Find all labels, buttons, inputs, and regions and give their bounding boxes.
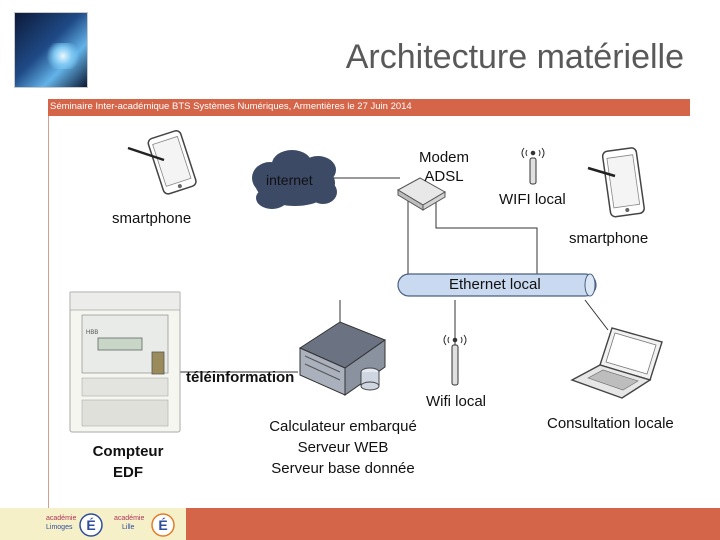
subtitle-text: Séminaire Inter-académique BTS Systèmes … <box>50 101 412 112</box>
logo2-line1: académie <box>114 515 145 522</box>
academie-limoges-logo: académie Limoges É <box>44 513 106 537</box>
internet-label: internet <box>266 172 313 188</box>
compteur-label-line1: Compteur <box>92 443 164 460</box>
teleinfo-label: téléinformation <box>186 369 295 386</box>
logo2-line2: Lille <box>122 524 135 531</box>
header-image <box>14 12 88 88</box>
logo1-line2: Limoges <box>46 524 73 531</box>
slide-title: Architecture matérielle <box>345 38 684 76</box>
internet-cloud-icon <box>252 150 337 209</box>
academie-lille-logo: académie Lille É <box>112 513 178 537</box>
consultation-label: Consultation locale <box>547 415 674 432</box>
wifi-local-bottom-label: Wifi local <box>426 393 487 410</box>
smartphone-left-label: smartphone <box>112 210 192 227</box>
smartphone-right-icon <box>601 147 645 218</box>
calculateur-label-line2: Serveur WEB <box>297 439 389 456</box>
stylus-left-icon <box>127 146 165 162</box>
svg-text:É: É <box>86 517 95 533</box>
connection-lines <box>178 177 609 373</box>
calculateur-label-line1: Calculateur embarqué <box>269 418 417 435</box>
stylus-right-icon <box>587 166 616 178</box>
modem-label-line2: ADSL <box>424 168 464 185</box>
ethernet-label: Ethernet local <box>449 276 541 293</box>
modem-label-line1: Modem <box>418 149 470 166</box>
ethernet-bus-icon <box>397 273 597 297</box>
subtitle-bar: Séminaire Inter-académique BTS Systèmes … <box>48 99 690 116</box>
wifi-antenna-top-icon <box>521 147 545 185</box>
footer-bar <box>186 508 720 540</box>
wifi-local-top-label: WIFI local <box>499 191 566 208</box>
laptop-icon <box>570 327 663 399</box>
academie-limoges-emblem-icon: É <box>79 513 103 537</box>
line-ethernet-laptop <box>584 299 609 331</box>
smartphone-right-label: smartphone <box>569 230 649 247</box>
line-wifi-ethernet <box>435 200 538 285</box>
modem-adsl-icon <box>396 177 447 211</box>
academie-lille-emblem-icon: É <box>151 513 175 537</box>
server-icon <box>298 321 387 396</box>
compteur-label-line2: EDF <box>113 464 143 481</box>
meter-brand: HBB <box>86 330 99 336</box>
smartphone-left-icon <box>147 130 197 195</box>
wifi-antenna-bottom-icon <box>443 334 467 386</box>
calculateur-label-line3: Serveur base donnée <box>271 460 415 477</box>
logo1-line1: académie <box>46 515 77 522</box>
edf-meter-icon <box>69 291 181 433</box>
left-rule <box>48 116 49 536</box>
svg-text:É: É <box>158 517 167 533</box>
